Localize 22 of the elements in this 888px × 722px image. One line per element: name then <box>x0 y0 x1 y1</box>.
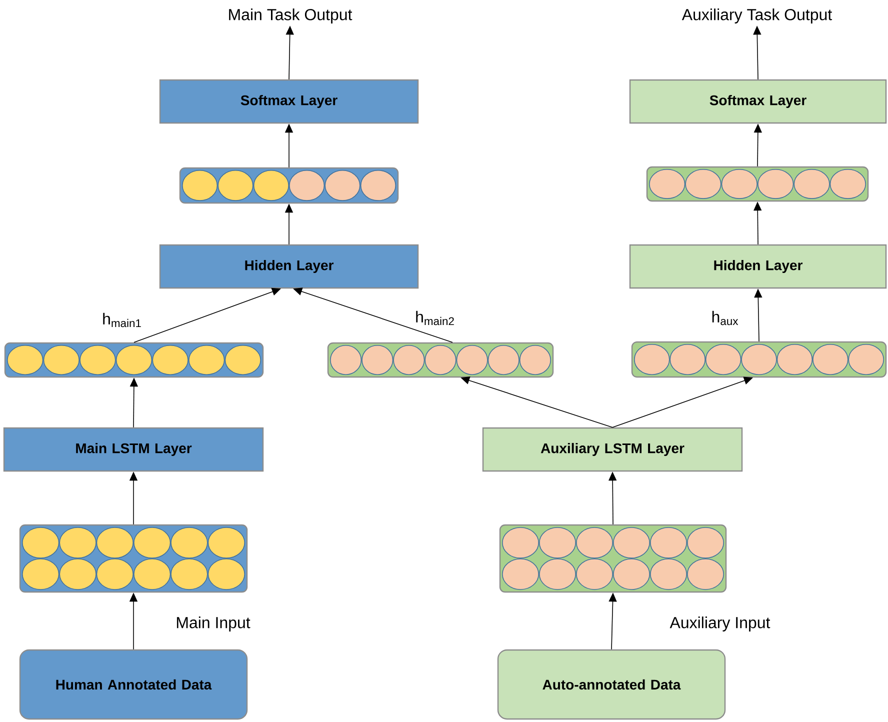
layer-box: Softmax Layer <box>629 79 887 124</box>
neuron-vector <box>327 342 554 378</box>
layer-box: Hidden Layer <box>159 244 419 289</box>
neuron-vector <box>4 342 264 378</box>
edge-label: Main Input <box>176 616 250 632</box>
layer-box: Hidden Layer <box>629 244 887 289</box>
data-box: Auto-annotated Data <box>497 649 726 720</box>
layer-box: Softmax Layer <box>159 79 419 124</box>
edge-label: h$_{main1}$ <box>103 312 141 328</box>
edge-label: h$_{aux}$ <box>712 310 738 326</box>
layer-box: Auxiliary LSTM Layer <box>482 427 743 472</box>
neuron-vector <box>19 524 248 593</box>
data-box: Human Annotated Data <box>19 649 248 720</box>
neuron-vector <box>646 166 869 202</box>
edge-label: Auxiliary Input <box>670 616 770 632</box>
neuron-vector <box>179 167 399 204</box>
output-label: Main Task Output <box>229 8 352 24</box>
neuron-vector <box>631 341 887 378</box>
neuron-vector <box>499 524 727 593</box>
output-label: Auxiliary Task Output <box>682 8 832 24</box>
layer-box: Main LSTM Layer <box>3 427 264 472</box>
edge-label: h$_{main2}$ <box>416 310 454 326</box>
